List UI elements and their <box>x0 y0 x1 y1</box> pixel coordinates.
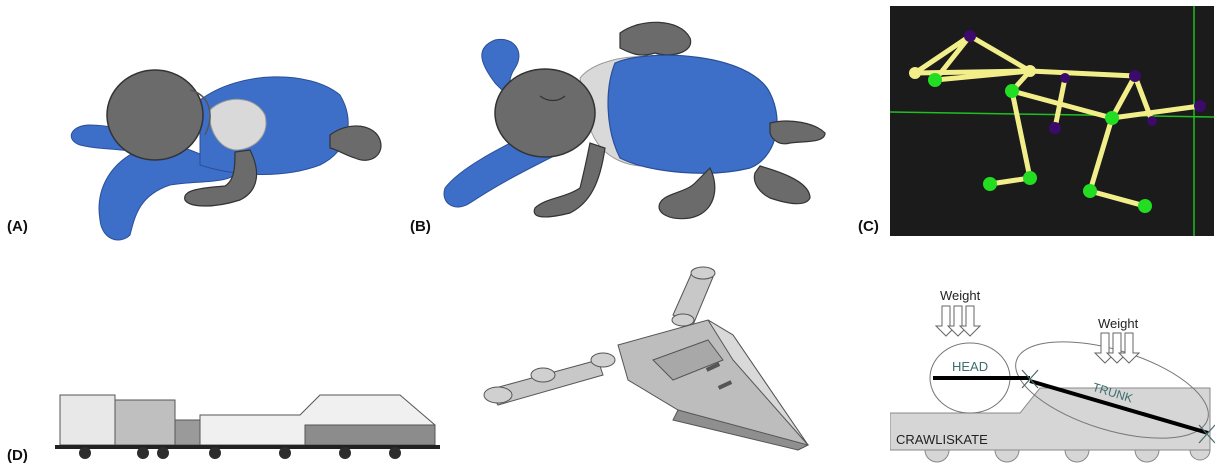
panel-d-weight-diagram: Weight Weight HEAD TRUNK CRAWLISKATE <box>890 288 1215 466</box>
panel-d-side-view: (D) <box>7 380 445 464</box>
panel-d-label: (D) <box>7 447 28 464</box>
crawliskate-side-model <box>55 394 440 459</box>
crawliskate-label: CRAWLISKATE <box>896 432 988 447</box>
panel-c-label: (C) <box>858 218 879 235</box>
crawliskate-3d-model <box>483 266 810 451</box>
skeleton-sticks <box>912 33 1203 209</box>
panel-c-motion-capture: (C) <box>858 6 1214 236</box>
panel-d-top-view <box>478 265 823 460</box>
skeleton-joints <box>909 30 1206 213</box>
panel-b-infant-crawling: (B) <box>410 8 840 248</box>
panel-b-label: (B) <box>410 218 431 235</box>
panel-a-label: (A) <box>7 218 28 235</box>
infant-prone-illustration <box>70 69 382 241</box>
motion-capture-screen <box>890 6 1214 236</box>
weight-distribution-diagram <box>890 305 1215 463</box>
panel-a-infant-prone: (A) <box>7 40 390 250</box>
x-axis-line <box>890 111 1214 118</box>
weight-label-right: Weight <box>1098 316 1139 331</box>
weight-label-left: Weight <box>940 288 981 303</box>
head-label: HEAD <box>952 359 989 374</box>
infant-crawling-illustration <box>443 21 826 220</box>
weight-arrows-left <box>934 305 982 337</box>
weight-arrows-right <box>1093 332 1141 364</box>
